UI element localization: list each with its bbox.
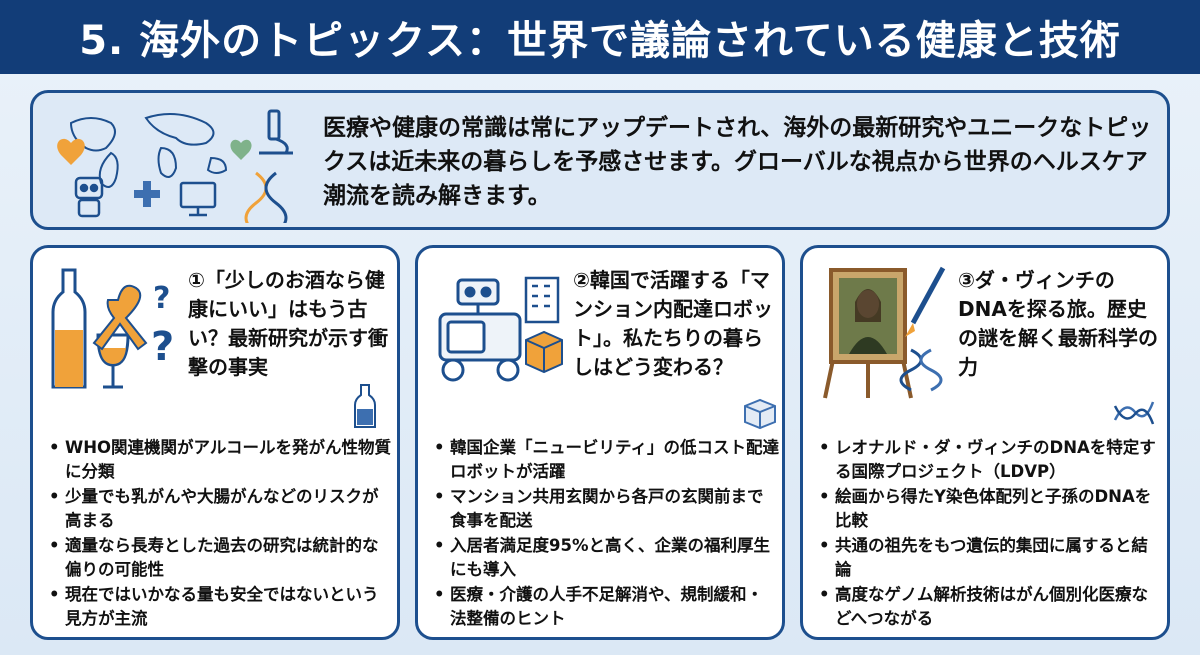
- davinci-illustration: [823, 266, 946, 399]
- bottle-icon: [51, 268, 87, 389]
- list-item: 高度なゲノム解析技術はがん個別化医療などへつながる: [819, 583, 1164, 631]
- wine-glass-icon: [96, 333, 130, 389]
- monitor-icon: [179, 181, 217, 217]
- card-title: ①「少しのお酒なら健康にいい」はもう古い？最新研究が示す衝撃の事実: [188, 268, 388, 379]
- delivery-robot-illustration: [438, 276, 563, 382]
- dna-icon: [244, 171, 288, 223]
- world-map-icon: [69, 113, 228, 188]
- topic-card-davinci: ③ダ・ヴィンチのDNAを探る旅。歴史の謎を解く最新科学の力 レオナルド・ダ・ヴィ…: [800, 245, 1170, 640]
- heart-icon: [57, 138, 85, 165]
- list-item: 現在ではいかなる量も安全ではないという見方が主流: [49, 583, 394, 631]
- painting-icon: [823, 268, 913, 399]
- list-item: 少量でも乳がんや大腸がんなどのリスクが高まる: [49, 485, 394, 533]
- list-item: マンション共用玄関から各戸の玄関前まで食事を配送: [434, 485, 779, 533]
- world-health-illustration: [57, 109, 293, 223]
- topic-card-robot: ②韓国で活躍する「マンション内配達ロボット」。私たちりの暮らしはどう変わる？ 韓…: [415, 245, 785, 640]
- heart-icon: [230, 139, 252, 160]
- list-item: レオナルド・ダ・ヴィンチのDNAを特定する国際プロジェクト（LDVP）: [819, 436, 1164, 484]
- list-item: 医療・介護の人手不足解消や、規制緩和・法整備のヒント: [434, 583, 779, 631]
- svg-text:?: ?: [153, 281, 170, 316]
- bullet-list: WHO関連機関がアルコールを発がん性物質に分類 少量でも乳がんや大腸がんなどのリ…: [49, 436, 394, 632]
- medical-cross-icon: [134, 181, 160, 207]
- list-item: 絵画から得たY染色体配列と子孫のDNAを比較: [819, 485, 1164, 533]
- card-title: ②韓国で活躍する「マンション内配達ロボット」。私たちりの暮らしはどう変わる？: [573, 268, 773, 379]
- package-icon: [744, 398, 776, 430]
- delivery-robot-icon: [438, 278, 522, 382]
- list-item: 共通の祖先をもつ遺伝的集団に属すると結論: [819, 534, 1164, 582]
- list-item: 入居者満足度95%と高く、企業の福利厚生にも導入: [434, 534, 779, 582]
- question-icon: ? ?: [151, 281, 174, 370]
- bullet-list: 韓国企業「ニュービリティ」の低コスト配達ロボットが活躍 マンション共用玄関から各…: [434, 436, 779, 632]
- paintbrush-icon: [905, 266, 946, 337]
- robot-icon: [74, 176, 104, 218]
- svg-text:?: ?: [151, 324, 174, 370]
- dna-icon: [1113, 401, 1155, 425]
- bullet-list: レオナルド・ダ・ヴィンチのDNAを特定する国際プロジェクト（LDVP） 絵画から…: [819, 436, 1164, 632]
- ribbon-icon: [92, 284, 148, 351]
- building-icon: [524, 276, 560, 324]
- page-title: 5. 海外のトピックス：世界で議論されている健康と技術: [0, 0, 1200, 74]
- card-title: ③ダ・ヴィンチのDNAを探る旅。歴史の謎を解く最新科学の力: [958, 268, 1158, 379]
- package-icon: [525, 330, 563, 374]
- list-item: 適量なら長寿とした過去の研究は統計的な偏りの可能性: [49, 534, 394, 582]
- alcohol-illustration: ? ?: [51, 268, 174, 389]
- list-item: WHO関連機関がアルコールを発がん性物質に分類: [49, 436, 394, 484]
- dna-icon: [899, 348, 943, 392]
- microscope-icon: [259, 109, 293, 155]
- list-item: 韓国企業「ニュービリティ」の低コスト配達ロボットが活躍: [434, 436, 779, 484]
- intro-panel: 医療や健康の常識は常にアップデートされ、海外の最新研究やユニークなトピックスは近…: [30, 90, 1170, 230]
- bottle-icon: [354, 384, 376, 428]
- topic-card-alcohol: ? ? ①「少しのお酒なら健康にいい」はもう古い？最新研究が示す衝撃の事実 WH…: [30, 245, 400, 640]
- intro-text: 医療や健康の常識は常にアップデートされ、海外の最新研究やユニークなトピックスは近…: [323, 115, 1152, 209]
